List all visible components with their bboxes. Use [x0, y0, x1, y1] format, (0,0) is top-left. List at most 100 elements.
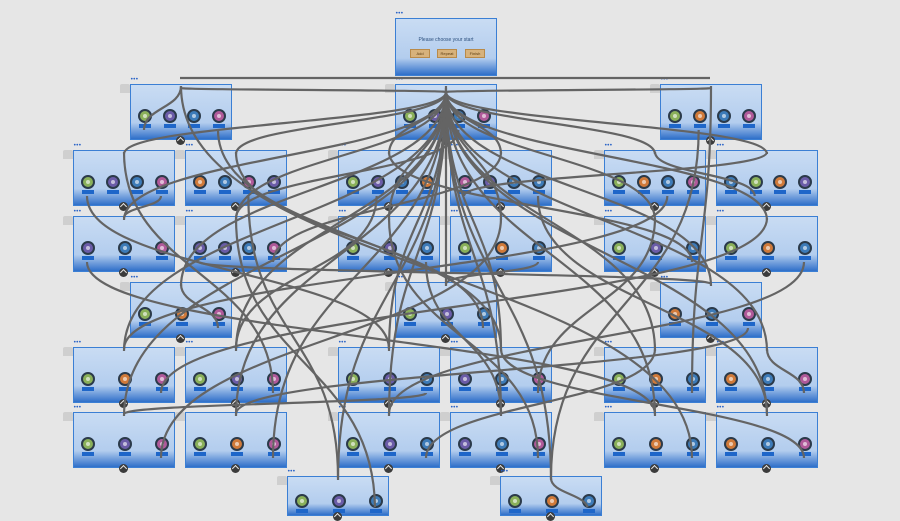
screen-menu-icon[interactable]: •••: [73, 142, 82, 149]
flow-arrow-icon[interactable]: [762, 464, 771, 473]
landscape-icon[interactable]: [612, 436, 626, 451]
flow-arrow-icon[interactable]: [441, 136, 450, 145]
screen-tab[interactable]: [328, 412, 338, 421]
flow-arrow-icon[interactable]: [650, 399, 659, 408]
gem-icon[interactable]: [118, 436, 132, 451]
flow-arrow-icon[interactable]: [762, 202, 771, 211]
planet-icon[interactable]: [130, 174, 145, 189]
flow-arrow-icon[interactable]: [176, 136, 185, 145]
flower-icon[interactable]: [242, 174, 257, 189]
planet-icon[interactable]: [761, 371, 775, 386]
shell-icon[interactable]: [761, 240, 775, 255]
planet-icon[interactable]: [118, 240, 132, 255]
landscape-icon[interactable]: [612, 240, 626, 255]
flower-icon[interactable]: [532, 371, 546, 386]
screen-tab[interactable]: [277, 476, 287, 485]
screen-row5-d[interactable]: [450, 347, 552, 403]
landscape-icon[interactable]: [668, 108, 682, 123]
landscape-icon[interactable]: [612, 371, 626, 386]
flow-arrow-icon[interactable]: [231, 399, 240, 408]
landscape-icon[interactable]: [81, 174, 95, 189]
landscape-icon[interactable]: [346, 174, 360, 189]
screen-row5-f[interactable]: [716, 347, 818, 403]
screen-tab[interactable]: [706, 347, 716, 356]
flower-icon[interactable]: [155, 174, 169, 189]
gem-icon[interactable]: [440, 306, 454, 321]
screen-menu-icon[interactable]: •••: [604, 142, 613, 149]
flow-arrow-icon[interactable]: [650, 268, 659, 277]
screen-row5-b[interactable]: [185, 347, 287, 403]
planet-icon[interactable]: [420, 371, 434, 386]
flower-icon[interactable]: [686, 174, 700, 189]
planet-icon[interactable]: [686, 436, 700, 451]
shell-icon[interactable]: [724, 436, 738, 451]
screen-row3-d[interactable]: [450, 216, 552, 272]
screen-row1-left[interactable]: [130, 84, 232, 140]
flow-arrow-icon[interactable]: [176, 334, 185, 343]
planet-icon[interactable]: [686, 240, 700, 255]
shell-icon[interactable]: [668, 306, 682, 321]
flow-arrow-icon[interactable]: [384, 399, 393, 408]
screen-menu-icon[interactable]: •••: [73, 404, 82, 411]
shell-icon[interactable]: [230, 436, 244, 451]
screen-menu-icon[interactable]: •••: [500, 468, 509, 475]
screen-menu-icon[interactable]: •••: [450, 339, 459, 346]
flower-icon[interactable]: [798, 371, 812, 386]
flower-icon[interactable]: [212, 306, 226, 321]
shell-icon[interactable]: [649, 436, 663, 451]
gem-icon[interactable]: [482, 174, 497, 189]
landscape-icon[interactable]: [81, 371, 95, 386]
gem-icon[interactable]: [458, 436, 472, 451]
gem-icon[interactable]: [81, 240, 95, 255]
flower-icon[interactable]: [742, 108, 756, 123]
flow-arrow-icon[interactable]: [119, 268, 128, 277]
add-button[interactable]: Add: [410, 49, 430, 58]
flow-arrow-icon[interactable]: [650, 202, 659, 211]
flow-arrow-icon[interactable]: [231, 202, 240, 211]
flower-icon[interactable]: [212, 108, 226, 123]
flow-arrow-icon[interactable]: [231, 268, 240, 277]
planet-icon[interactable]: [369, 493, 383, 508]
gem-icon[interactable]: [370, 174, 385, 189]
screen-tab[interactable]: [490, 476, 500, 485]
screen-tab[interactable]: [175, 347, 185, 356]
screen-tab[interactable]: [706, 216, 716, 225]
shell-icon[interactable]: [724, 371, 738, 386]
flow-arrow-icon[interactable]: [496, 399, 505, 408]
screen-menu-icon[interactable]: •••: [716, 404, 725, 411]
screen-menu-icon[interactable]: •••: [185, 404, 194, 411]
screen-tab[interactable]: [594, 412, 604, 421]
gem-icon[interactable]: [230, 371, 244, 386]
gem-icon[interactable]: [427, 108, 442, 123]
flower-icon[interactable]: [532, 436, 546, 451]
screen-menu-icon[interactable]: •••: [130, 76, 139, 83]
landscape-icon[interactable]: [346, 371, 360, 386]
screen-tab[interactable]: [63, 347, 73, 356]
screen-row5-e[interactable]: [604, 347, 706, 403]
shell-icon[interactable]: [773, 174, 788, 189]
screen-menu-icon[interactable]: •••: [338, 208, 347, 215]
landscape-icon[interactable]: [612, 174, 626, 189]
shell-icon[interactable]: [649, 371, 663, 386]
landscape-icon[interactable]: [138, 306, 152, 321]
screen-tab[interactable]: [175, 216, 185, 225]
screen-row1-right[interactable]: [660, 84, 762, 140]
planet-icon[interactable]: [420, 240, 434, 255]
screen-menu-icon[interactable]: •••: [338, 339, 347, 346]
screen-tab[interactable]: [175, 412, 185, 421]
flow-arrow-icon[interactable]: [441, 334, 450, 343]
screen-tab[interactable]: [706, 150, 716, 159]
screen-tab[interactable]: [594, 150, 604, 159]
screen-row1-center[interactable]: [395, 84, 497, 140]
landscape-icon[interactable]: [346, 240, 360, 255]
gem-icon[interactable]: [105, 174, 120, 189]
flower-icon[interactable]: [267, 240, 281, 255]
flower-icon[interactable]: [155, 436, 169, 451]
planet-icon[interactable]: [532, 174, 546, 189]
gem-icon[interactable]: [383, 371, 397, 386]
landscape-icon[interactable]: [458, 240, 472, 255]
flow-arrow-icon[interactable]: [384, 202, 393, 211]
screen-row2-a[interactable]: [73, 150, 175, 206]
screen-menu-icon[interactable]: •••: [185, 142, 194, 149]
